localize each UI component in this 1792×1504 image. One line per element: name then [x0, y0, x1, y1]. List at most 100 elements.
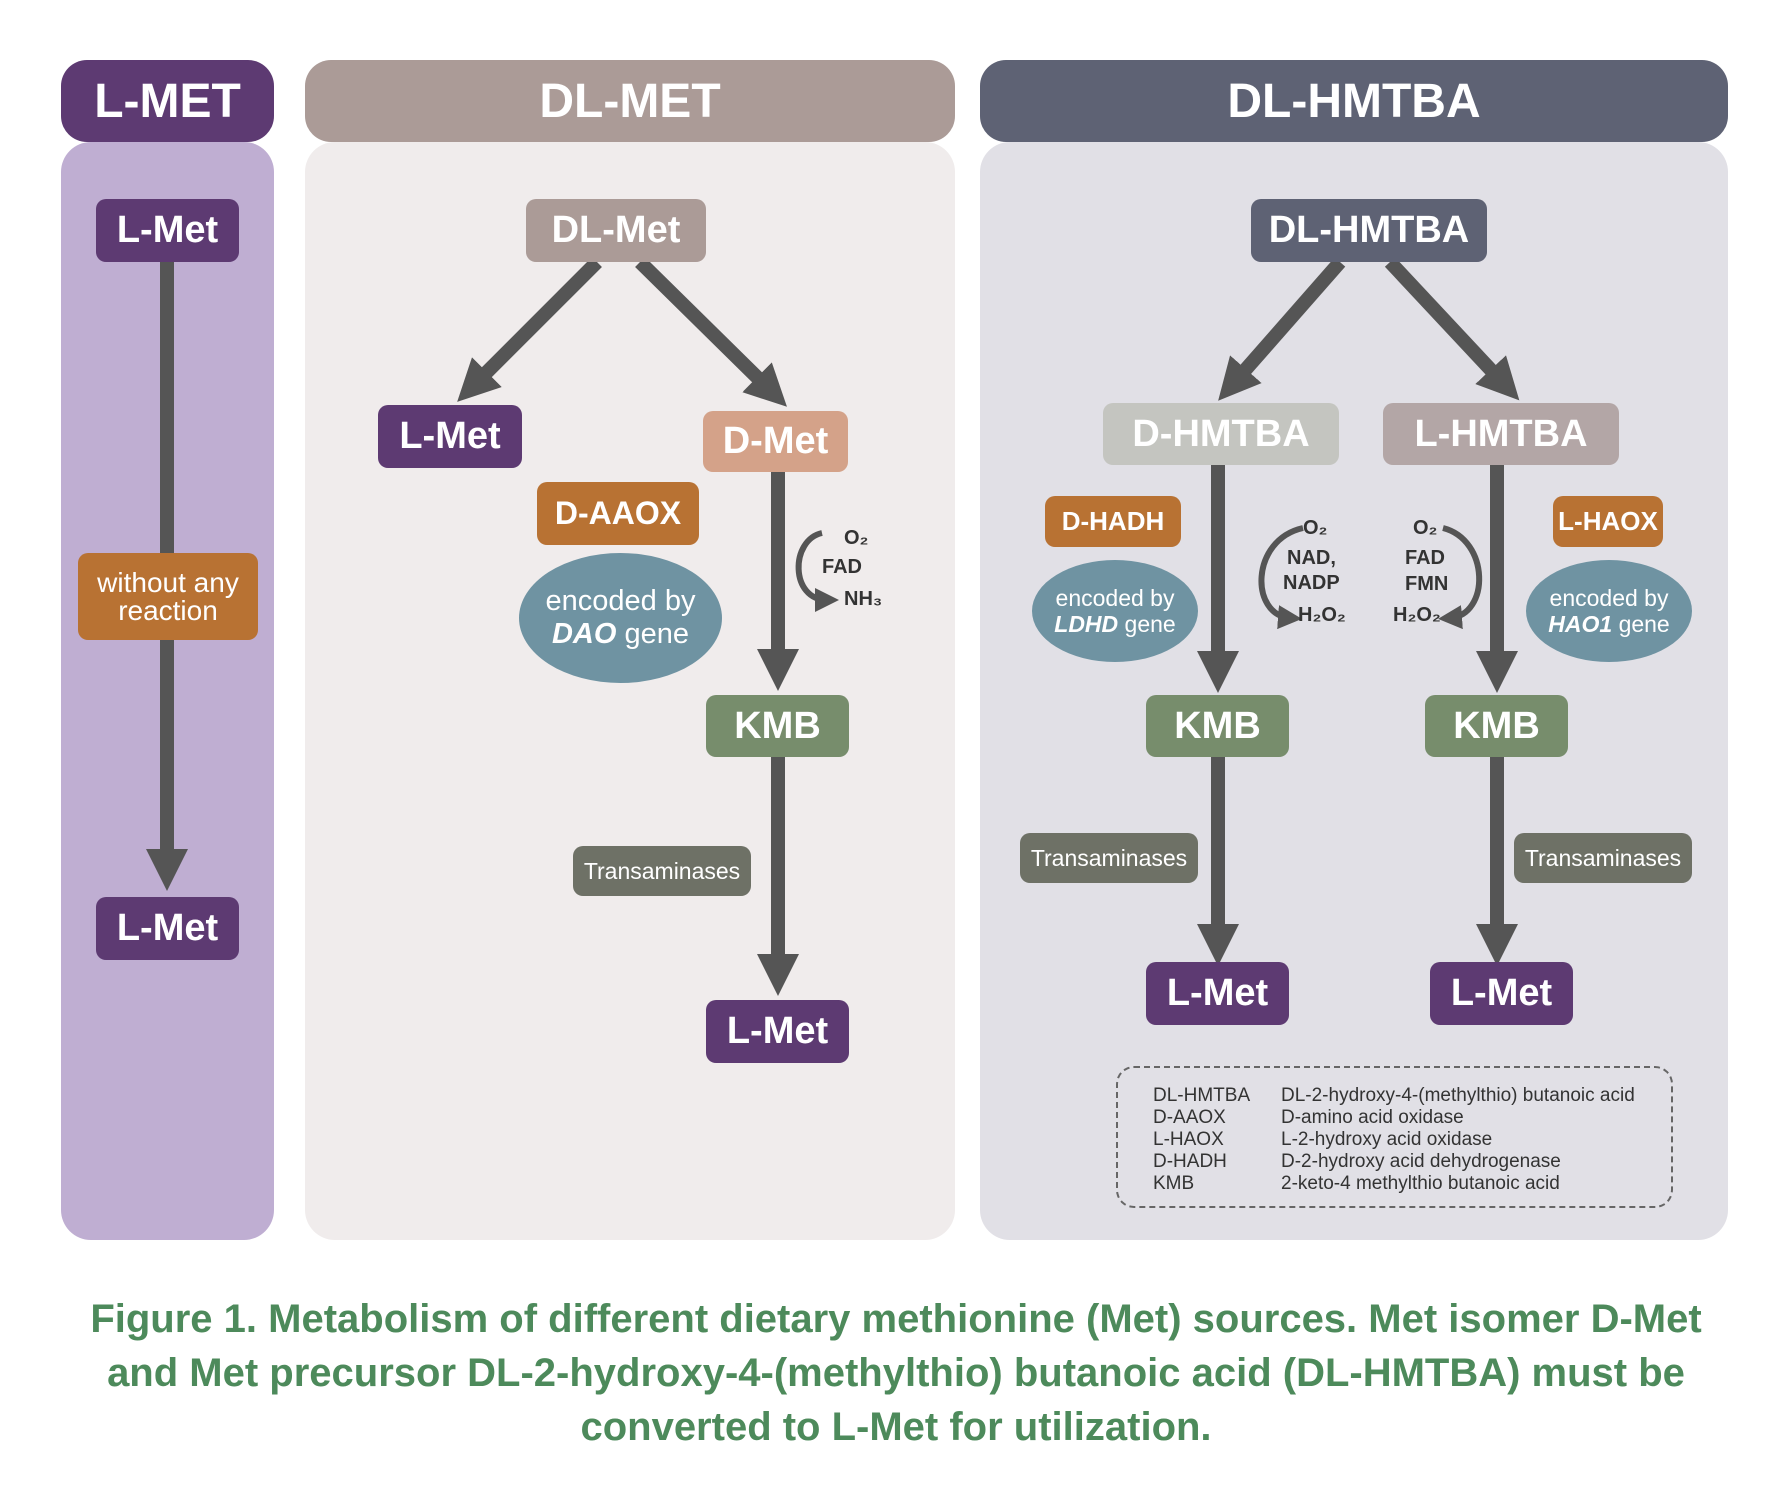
lmet-header-text: L-MET: [94, 74, 241, 128]
lmet-top-node-label: L-Met: [116, 209, 219, 251]
legend-full: 2-keto-4 methylthio butanoic acid: [1281, 1173, 1560, 1194]
dlhmtba-column-panel: [980, 142, 1728, 1240]
legend-full: D-2-hydroxy acid dehydrogenase: [1281, 1151, 1561, 1172]
dhadh-enzyme-label: D-HADH: [1061, 506, 1165, 536]
legend-row: L-HAOX L-2-hydroxy acid oxidase: [1153, 1129, 1671, 1151]
dmet-cofactor-nh3-text: NH₃: [844, 588, 883, 610]
lhmtba-final-lmet-node-label: L-Met: [1450, 972, 1553, 1014]
lhmtba-cofactor-h2o2-text: H₂O₂: [1393, 604, 1441, 626]
ldhd-gene-name: LDHD: [1054, 611, 1119, 637]
lmet-bottom-node: L-Met: [96, 897, 239, 960]
legend-abbr: L-HAOX: [1153, 1129, 1224, 1150]
daaox-enzyme: D-AAOX: [537, 482, 699, 545]
dhmtba-transaminases-label: Transaminases: [1030, 844, 1188, 871]
legend-row: KMB 2-keto-4 methylthio butanoic acid: [1153, 1173, 1671, 1195]
dmet-cofactor-fad-text: FAD: [822, 556, 862, 578]
dhmtba-cofactor-nadp-text: NADP: [1283, 572, 1340, 594]
hao1-gene-suffix: gene: [1618, 611, 1670, 637]
hao1-gene-line2: HAO1 gene: [1548, 611, 1669, 637]
dhmtba-cofactor-nad-text: NAD,: [1287, 547, 1336, 569]
dhmtba-final-lmet-node-label: L-Met: [1166, 972, 1269, 1014]
dlmet-transaminases: Transaminases: [573, 846, 751, 896]
dlhmtba-top-node: DL-HMTBA: [1251, 199, 1487, 262]
dhmtba-node-label: D-HMTBA: [1132, 412, 1310, 455]
lhmtba-transaminases-label: Transaminases: [1524, 844, 1682, 871]
lhmtba-cofactor-fmn-text: FMN: [1405, 573, 1449, 595]
dlhmtba-arrow-to-lhmtba: [1384, 257, 1520, 401]
dhmtba-cofactor-h2o2: H₂O₂: [1298, 604, 1346, 627]
lhaox-enzyme: L-HAOX: [1553, 496, 1663, 547]
dao-gene-name: DAO: [551, 618, 617, 650]
dlmet-kmb-node: KMB: [706, 695, 849, 757]
dlmet-final-lmet-node: L-Met: [706, 1000, 849, 1063]
legend-full: L-2-hydroxy acid oxidase: [1281, 1129, 1493, 1150]
dhmtba-cofactor-o2-text: O₂: [1303, 517, 1328, 539]
dmet-cofactor-o2: O₂: [844, 527, 868, 550]
dhmtba-kmb-node: KMB: [1146, 695, 1289, 757]
dhmtba-final-lmet-node: L-Met: [1146, 962, 1289, 1025]
ldhd-gene-suffix: gene: [1124, 611, 1176, 637]
dhmtba-node: D-HMTBA: [1103, 403, 1339, 465]
figure-caption: Figure 1. Metabolism of different dietar…: [40, 1292, 1752, 1454]
dlmet-kmb-node-label: KMB: [734, 704, 821, 747]
dhmtba-cofactor-nadp: NADP: [1283, 572, 1340, 595]
dmet-node: D-Met: [703, 411, 848, 472]
ldhd-gene-line1: encoded by: [1055, 584, 1175, 611]
dhadh-enzyme: D-HADH: [1045, 496, 1181, 547]
dlmet-final-lmet-node-label: L-Met: [726, 1010, 829, 1052]
dao-gene-ellipse: encoded by DAO gene: [519, 553, 722, 683]
lhmtba-cofactor-fmn: FMN: [1405, 573, 1448, 596]
dlhmtba-column-header: DL-HMTBA: [980, 60, 1728, 142]
legend-full: D-amino acid oxidase: [1281, 1107, 1464, 1128]
dlmet-transaminases-label: Transaminases: [583, 857, 741, 884]
hao1-gene-ellipse: encoded by HAO1 gene: [1526, 560, 1692, 662]
dhmtba-cofactor-o2: O₂: [1303, 517, 1327, 540]
dlmet-lmet-node: L-Met: [378, 405, 522, 468]
no-reaction-label: without any reaction: [78, 553, 258, 640]
abbreviation-legend: DL-HMTBA DL-2-hydroxy-4-(methylthio) but…: [1116, 1066, 1673, 1208]
dmet-cofactor-o2-text: O₂: [844, 527, 869, 549]
dhmtba-kmb-node-label: KMB: [1174, 704, 1261, 747]
dmet-cofactor-fad: FAD: [822, 556, 862, 579]
dlmet-lmet-node-label: L-Met: [399, 415, 501, 457]
no-reaction-text: without any reaction: [97, 566, 239, 626]
lmet-top-node: L-Met: [96, 199, 239, 262]
dlmet-top-node: DL-Met: [526, 199, 706, 262]
hao1-gene-line1: encoded by: [1549, 584, 1669, 611]
lhmtba-final-lmet-node: L-Met: [1430, 962, 1573, 1025]
dhmtba-transaminases: Transaminases: [1020, 833, 1198, 883]
lhmtba-cofactor-fad-text: FAD: [1405, 547, 1445, 569]
lhmtba-cofactor-o2: O₂: [1413, 517, 1437, 540]
ldhd-gene-line2: LDHD gene: [1054, 611, 1175, 637]
lmet-bottom-node-label: L-Met: [116, 907, 219, 949]
dmet-cofactor-nh3: NH₃: [844, 588, 882, 611]
dlmet-arrow-to-lmet: [457, 257, 602, 402]
dmet-cofactor-curve: [795, 530, 839, 612]
legend-abbr: KMB: [1153, 1173, 1195, 1194]
legend-row: DL-HMTBA DL-2-hydroxy-4-(methylthio) but…: [1153, 1085, 1671, 1107]
lhaox-enzyme-label: L-HAOX: [1558, 506, 1658, 536]
lhmtba-kmb-node-label: KMB: [1453, 704, 1540, 747]
caption-line-2: and Met precursor DL-2-hydroxy-4-(methyl…: [107, 1351, 1685, 1395]
caption-line-3: converted to L-Met for utilization.: [580, 1405, 1212, 1449]
dhmtba-cofactor-curve: [1258, 525, 1304, 630]
legend-full: DL-2-hydroxy-4-(methylthio) butanoic aci…: [1281, 1085, 1635, 1106]
legend-row: D-AAOX D-amino acid oxidase: [1153, 1107, 1671, 1129]
dlmet-column-header: DL-MET: [305, 60, 955, 142]
daaox-enzyme-label: D-AAOX: [554, 495, 682, 531]
lhmtba-cofactor-o2-text: O₂: [1413, 517, 1438, 539]
dlmet-top-node-label: DL-Met: [551, 209, 681, 251]
lhmtba-cofactor-curve: [1438, 525, 1483, 630]
caption-line-1: Figure 1. Metabolism of different dietar…: [90, 1297, 1702, 1341]
legend-abbr: D-HADH: [1153, 1151, 1227, 1172]
dlmet-arrow-to-dmet: [635, 257, 787, 407]
legend-abbr: D-AAOX: [1153, 1107, 1226, 1128]
dhmtba-cofactor-h2o2-text: H₂O₂: [1298, 604, 1346, 626]
dao-gene-line1: encoded by: [545, 584, 696, 617]
lhmtba-node: L-HMTBA: [1383, 403, 1619, 465]
dlmet-header-text: DL-MET: [539, 74, 721, 128]
lhmtba-transaminases: Transaminases: [1514, 833, 1692, 883]
dlhmtba-header-text: DL-HMTBA: [1227, 74, 1481, 128]
dlhmtba-top-node-label: DL-HMTBA: [1268, 209, 1470, 251]
hao1-gene-name: HAO1: [1548, 611, 1613, 637]
